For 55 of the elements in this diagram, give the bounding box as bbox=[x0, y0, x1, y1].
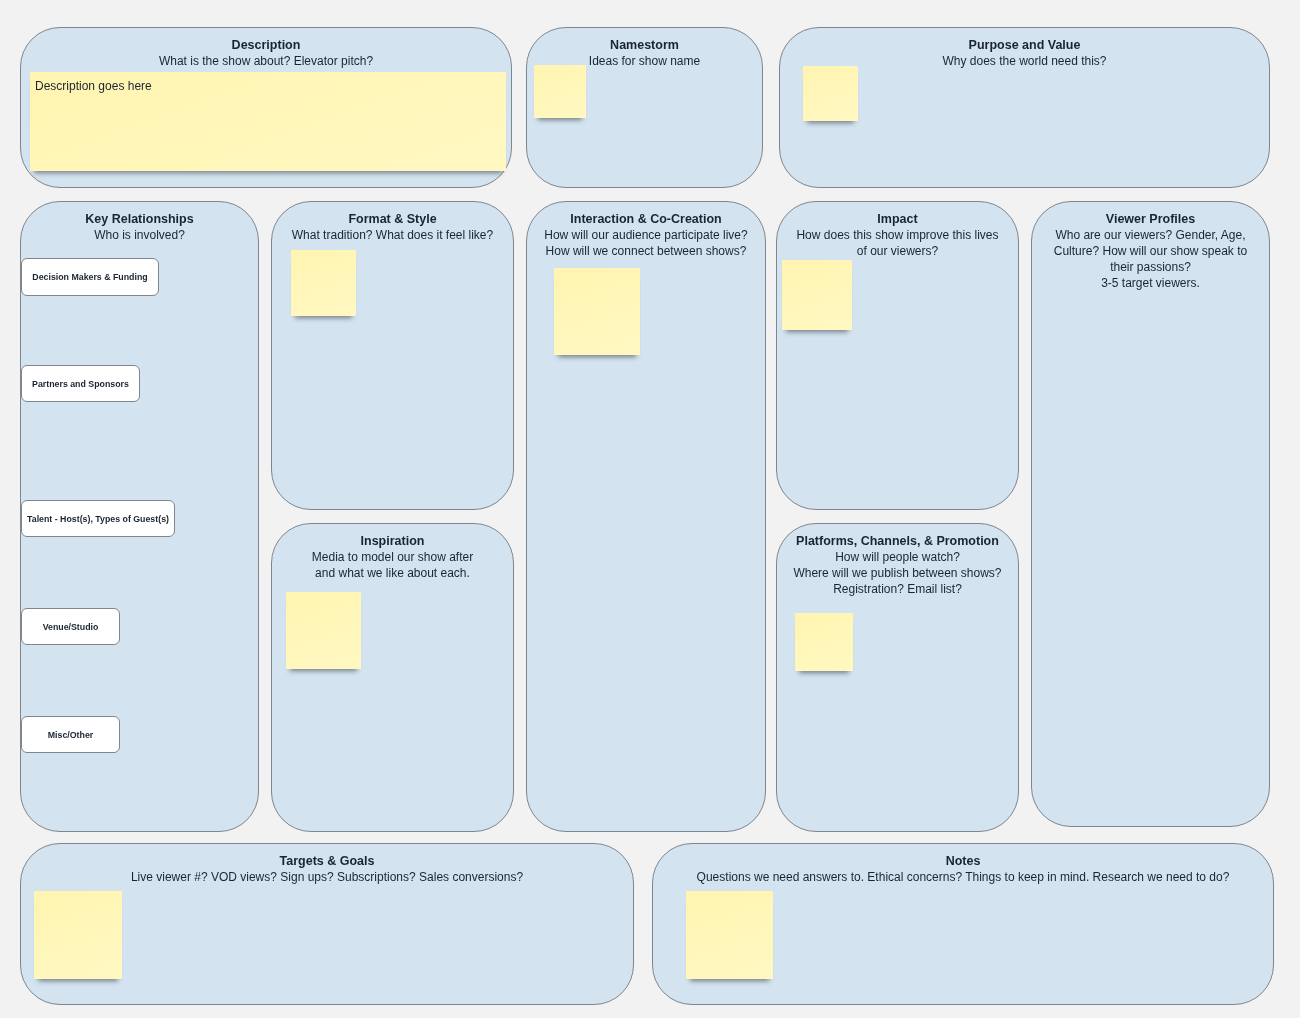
section-panel bbox=[776, 201, 1019, 510]
section-heading: Impact bbox=[877, 211, 918, 227]
section-prompt: Who is involved? bbox=[94, 227, 185, 243]
section-prompt: What is the show about? Elevator pitch? bbox=[158, 53, 374, 69]
section-heading: Platforms, Channels, & Promotion bbox=[796, 533, 999, 549]
category-card: Partners and Sponsors bbox=[21, 365, 140, 402]
section-heading: Purpose and Value bbox=[968, 37, 1081, 53]
section-prompt: Questions we need answers to. Ethical concerns? Things to keep in mind. Research we need to do? bbox=[696, 869, 1230, 885]
section-prompt: Registration? Email list? bbox=[833, 581, 962, 597]
section-prompt: How will people watch? bbox=[835, 549, 960, 565]
sticky-note bbox=[30, 72, 506, 171]
section-prompt: How does this show improve this lives of our viewers? bbox=[795, 227, 1000, 259]
note-text: Description goes here bbox=[35, 78, 152, 94]
sticky-note bbox=[686, 891, 773, 979]
category-card: Talent - Host(s), Types of Guest(s) bbox=[21, 500, 175, 537]
section-panel bbox=[271, 201, 514, 510]
section-panel bbox=[20, 27, 512, 188]
section-panel bbox=[1031, 201, 1270, 827]
section-heading: Targets & Goals bbox=[279, 853, 375, 869]
section-heading: Format & Style bbox=[348, 211, 437, 227]
section-panel bbox=[526, 201, 766, 832]
category-card: Decision Makers & Funding bbox=[21, 258, 159, 296]
section-prompt: What tradition? What does it feel like? bbox=[291, 227, 494, 243]
section-prompt: Why does the world need this? bbox=[942, 53, 1107, 69]
section-panel bbox=[20, 201, 259, 832]
section-panel bbox=[652, 843, 1274, 1005]
section-prompt: Media to model our show after and what we like about each. bbox=[310, 549, 475, 581]
section-heading: Key Relationships bbox=[85, 211, 194, 227]
sticky-note bbox=[554, 268, 640, 355]
section-heading: Description bbox=[231, 37, 301, 53]
section-panel bbox=[526, 27, 763, 188]
section-heading: Interaction & Co-Creation bbox=[570, 211, 722, 227]
sticky-note bbox=[286, 592, 361, 669]
section-panel bbox=[776, 523, 1019, 832]
section-panel bbox=[20, 843, 634, 1005]
sticky-note bbox=[803, 66, 858, 121]
section-panel bbox=[779, 27, 1270, 188]
section-prompt: How will our audience participate live? How will we connect between shows? bbox=[543, 227, 749, 259]
section-prompt: Ideas for show name bbox=[588, 53, 701, 69]
sticky-note bbox=[534, 65, 586, 118]
section-prompt: Who are our viewers? Gender, Age, Culture? How will our show speak to their passions? bbox=[1052, 227, 1249, 275]
category-card: Misc/Other bbox=[21, 716, 120, 753]
category-card: Venue/Studio bbox=[21, 608, 120, 645]
section-heading: Inspiration bbox=[360, 533, 425, 549]
sticky-note bbox=[34, 891, 122, 979]
section-panel bbox=[271, 523, 514, 832]
section-heading: Viewer Profiles bbox=[1105, 211, 1196, 227]
sticky-note bbox=[795, 613, 853, 671]
section-heading: Namestorm bbox=[610, 37, 679, 53]
sticky-note bbox=[782, 260, 852, 330]
section-prompt: Live viewer #? VOD views? Sign ups? Subscriptions? Sales conversions? bbox=[130, 869, 524, 885]
sticky-note bbox=[291, 250, 356, 316]
section-prompt: 3-5 target viewers. bbox=[1101, 275, 1200, 291]
section-prompt: Where will we publish between shows? bbox=[793, 565, 1002, 581]
section-heading: Notes bbox=[945, 853, 981, 869]
